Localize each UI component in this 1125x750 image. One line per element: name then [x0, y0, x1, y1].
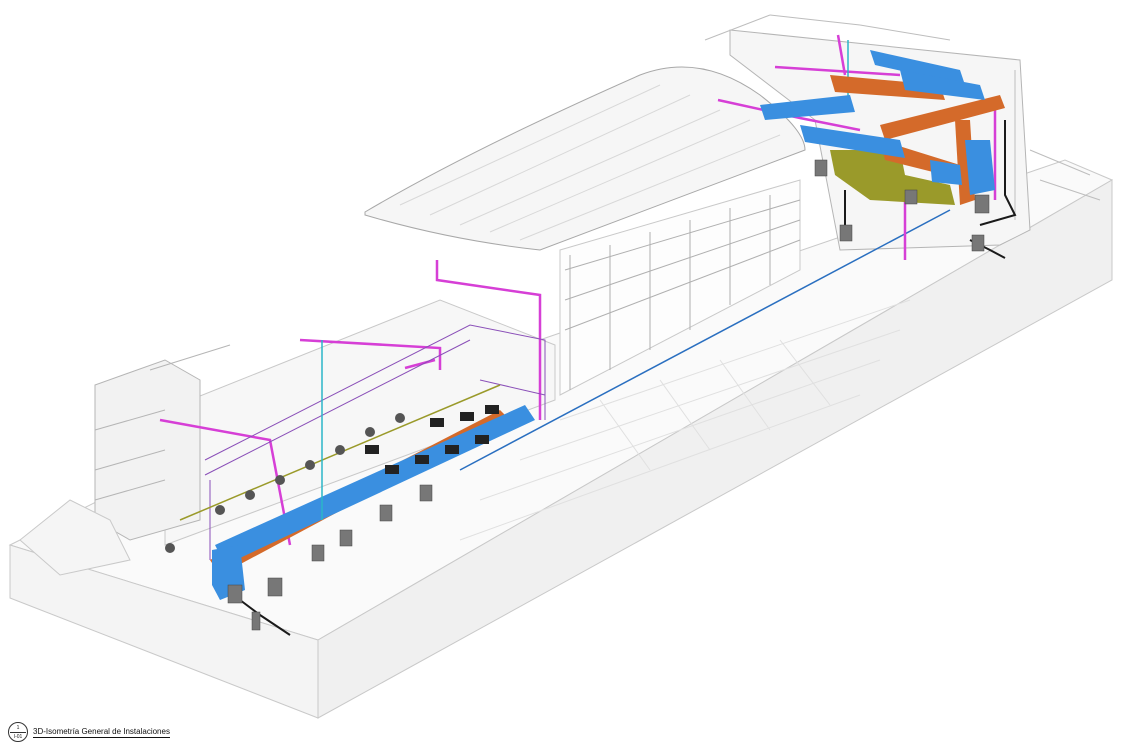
central-hall-roof [364, 66, 806, 251]
left-block-balconies [94, 344, 231, 501]
left-block-end-wall [94, 359, 201, 541]
left-conduit-frame [204, 324, 546, 560]
left-installations [159, 260, 546, 636]
right-installations [717, 34, 1017, 260]
view-number: 1 [16, 725, 20, 731]
circle-section-marker-icon: 1 I-01 [8, 722, 28, 742]
left-equipment [227, 484, 433, 631]
view-sheet: I-01 [13, 734, 23, 740]
right-olive-duct [830, 150, 955, 205]
roof-hatching [399, 84, 781, 241]
facade-louvers [564, 195, 801, 390]
left-magenta-pipes [159, 260, 542, 546]
left-stair [19, 499, 131, 576]
view-marker-divider [10, 732, 26, 733]
long-connecting-pipe [459, 209, 951, 471]
central-hall-facade [559, 179, 801, 396]
view-title: 3D-Isometría General de Instalaciones [33, 726, 170, 738]
right-blue-ducts [760, 50, 995, 195]
right-equipment [814, 159, 990, 252]
view-title-block: 1 I-01 3D-Isometría General de Instalaci… [8, 722, 170, 742]
paving-grid [459, 299, 911, 541]
left-pendant-lamps [165, 413, 405, 553]
left-diffusers [365, 405, 499, 474]
base-slab-side [317, 179, 1113, 719]
right-block-details [704, 14, 1101, 220]
